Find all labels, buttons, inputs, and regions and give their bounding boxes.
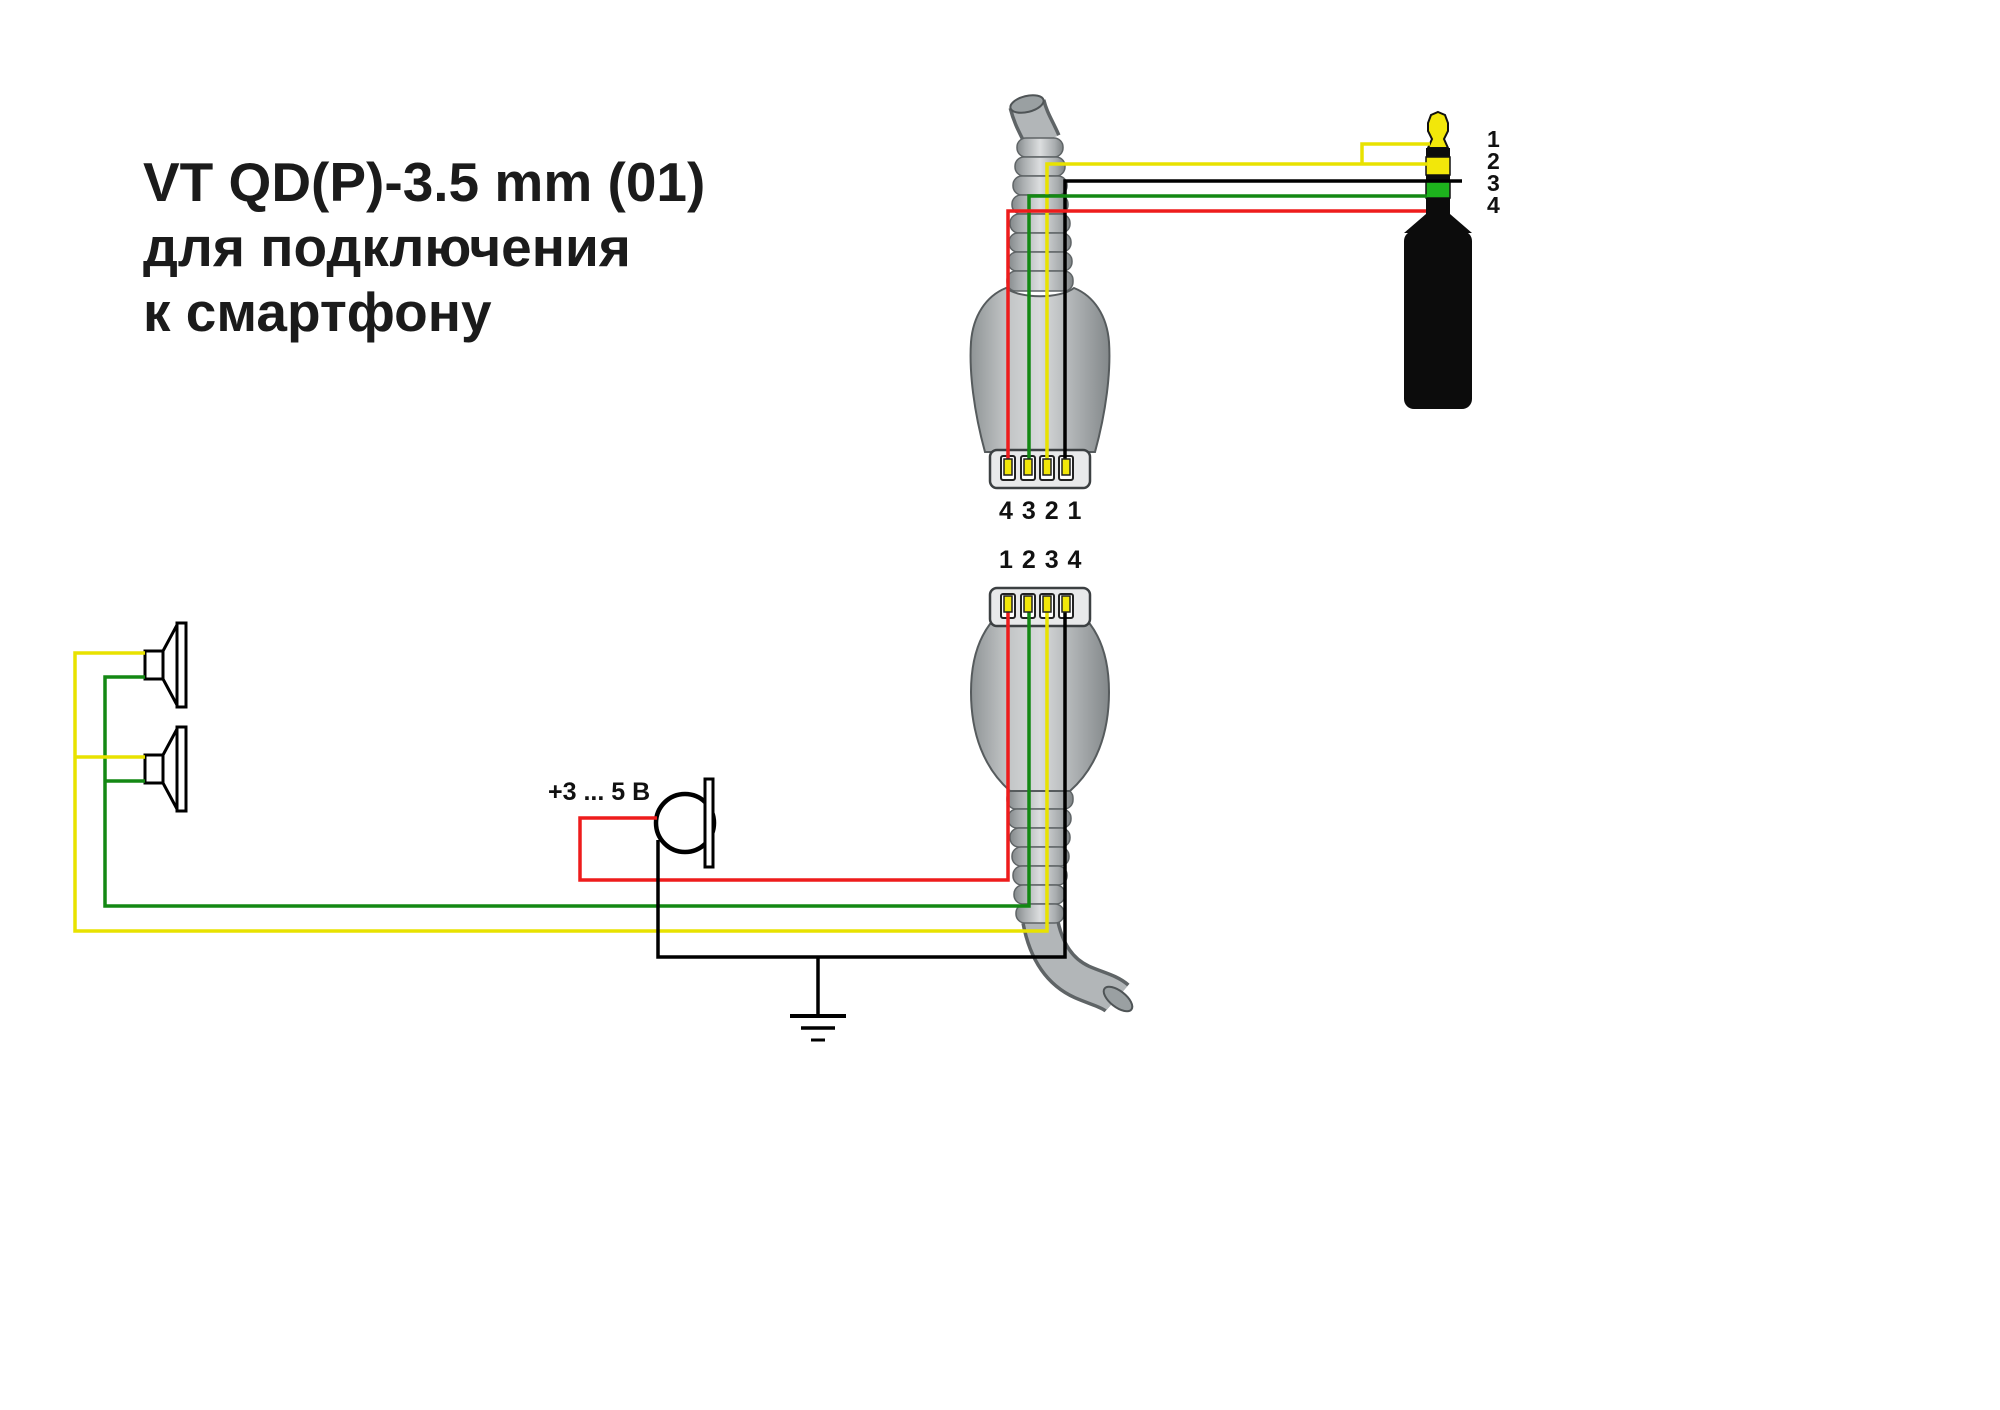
title-line-3: к смартфону [143, 280, 492, 343]
strain-relief-rib [1013, 884, 1066, 905]
jack-insulator-ring [1426, 175, 1450, 181]
speaker-baffle [175, 725, 188, 813]
title-line-1: VT QD(P)-3.5 mm (01) [143, 151, 706, 213]
speaker-baffle [175, 621, 188, 709]
cable-end-cap [1009, 94, 1045, 114]
qd-top-pin-numbers: 4 3 2 1 [999, 497, 1083, 525]
connector-body [969, 623, 1111, 792]
jack-ring2-band [1425, 180, 1451, 199]
qd-pin [1023, 458, 1033, 476]
wiring [73, 142, 1462, 1016]
trrs-jack [1404, 110, 1472, 409]
title-line-2: для подключения [143, 215, 631, 278]
strain-relief-rib [1009, 213, 1071, 234]
strain-relief-rib [1014, 156, 1066, 177]
jack-body [1404, 231, 1472, 409]
speaker-cone [161, 728, 179, 810]
qd-pin [1003, 458, 1013, 476]
jack-ring1-band [1425, 156, 1451, 176]
strain-relief-rib [1012, 175, 1068, 196]
wire-speaker-return-top [1027, 194, 1427, 472]
speaker-1 [143, 621, 188, 709]
wire-ground-top [1063, 179, 1462, 472]
speaker-cone [161, 624, 179, 706]
diagram-title: VT QD(P)-3.5 mm (01) для подключения к с… [143, 150, 705, 345]
strain-relief-rib [1009, 827, 1071, 848]
wire-speaker-plus-top [1045, 162, 1428, 472]
qd-connector-top [969, 94, 1111, 490]
jack-sleeve-neck [1426, 198, 1450, 215]
jack-shoulder [1404, 214, 1472, 233]
qd-pins [1003, 458, 1071, 613]
wire-speaker-return-bottom [103, 604, 1031, 908]
speaker-magnet [143, 649, 165, 681]
wire-tip-bridge [1360, 142, 1430, 164]
wire-ground-bottom [656, 604, 1067, 959]
strain-relief-rib [1007, 808, 1072, 829]
jack-insulator-ring [1426, 148, 1450, 157]
ground-symbol [790, 1014, 846, 1042]
connector-body [969, 286, 1111, 453]
strain-relief-rib [1011, 846, 1070, 867]
qd-bottom-pin-numbers: 1 2 3 4 [999, 546, 1083, 574]
speaker-2 [143, 725, 188, 813]
qd-pin [1003, 595, 1013, 613]
jack-pin-label-1: 1 [1487, 126, 1500, 152]
wire-mic-top [1006, 209, 1426, 472]
jack-pin-label-2: 2 [1487, 148, 1500, 174]
qd-pin [1061, 595, 1071, 613]
strain-relief-rib [1007, 251, 1073, 272]
jack-pin-label-3: 3 [1487, 170, 1500, 196]
qd-pin [1042, 595, 1052, 613]
strain-relief-rib [1016, 137, 1064, 158]
speaker-magnet [143, 753, 165, 785]
jack-pin-label-4: 4 [1487, 192, 1500, 218]
strain-relief-rib [1006, 270, 1074, 292]
microphone [653, 777, 717, 869]
jack-tip [1426, 110, 1450, 149]
mic-membrane-plate [703, 777, 715, 869]
strain-relief-rib [1012, 865, 1068, 886]
qd-connector-bottom [969, 586, 1134, 1014]
qd-pin [1023, 595, 1033, 613]
qd-pin [1042, 458, 1052, 476]
qd-pin [1061, 458, 1071, 476]
wire-mic-bottom [578, 604, 1010, 882]
mic-voltage-label: +3 ... 5 В [548, 778, 651, 806]
wire-speaker-plus-bottom [73, 604, 1049, 933]
cable-end-cap [1102, 985, 1134, 1013]
strain-relief-rib [1008, 232, 1072, 253]
